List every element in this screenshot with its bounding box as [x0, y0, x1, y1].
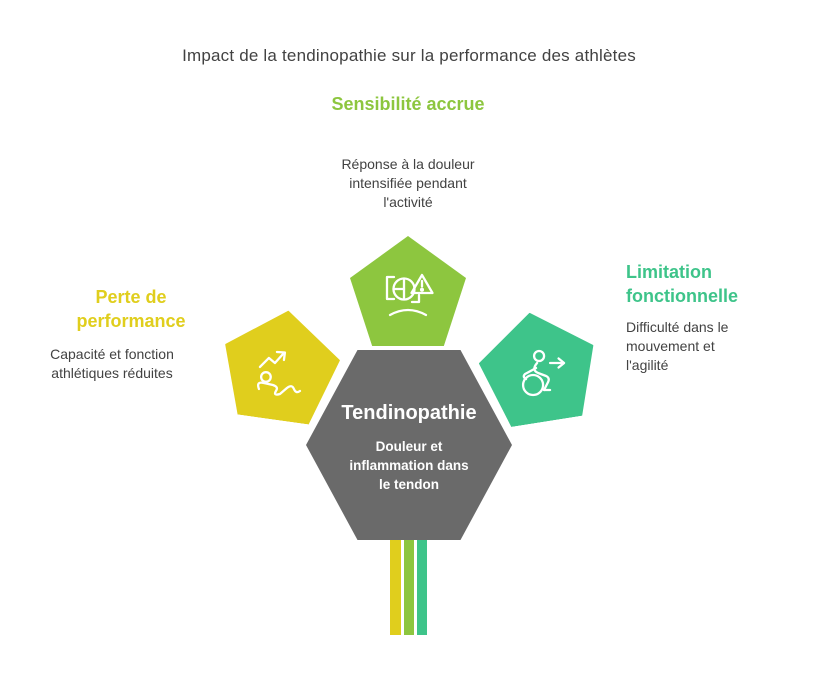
branch-heading-sensibilite: Sensibilité accrue [331, 94, 485, 114]
central-description: Douleur et inflammation dans le tendon [349, 439, 469, 492]
footer-stripe-teal [417, 538, 427, 635]
branch-description-sensibilite: Réponse à la douleur intensifiée pendant… [341, 156, 475, 211]
central-heading: Tendinopathie [341, 402, 477, 424]
branch-heading-perte-performance: Perte de performance [76, 287, 186, 331]
page-title: Impact de la tendinopathie sur la perfor… [182, 46, 636, 65]
footer-stripe-yellow [390, 538, 401, 635]
wheelchair-mobility-arrow-icon [510, 346, 568, 400]
pentagon-perte-performance [216, 303, 346, 428]
pentagon-sensibilite [350, 236, 466, 346]
footer-stripe-green [404, 538, 414, 635]
central-hexagon-tendinopathie: Tendinopathie Douleur et inflammation da… [306, 350, 512, 540]
branch-heading-limitation: Limitation fonctionnelle [626, 262, 738, 306]
athlete-performance-trend-icon [251, 344, 309, 398]
branch-description-limitation: Difficulté dans le mouvement et l'agilit… [626, 319, 729, 374]
branch-description-perte-performance: Capacité et fonction athlétiques réduite… [50, 346, 174, 382]
pentagon-limitation [472, 304, 604, 431]
pain-sensitivity-alert-icon [379, 268, 437, 322]
